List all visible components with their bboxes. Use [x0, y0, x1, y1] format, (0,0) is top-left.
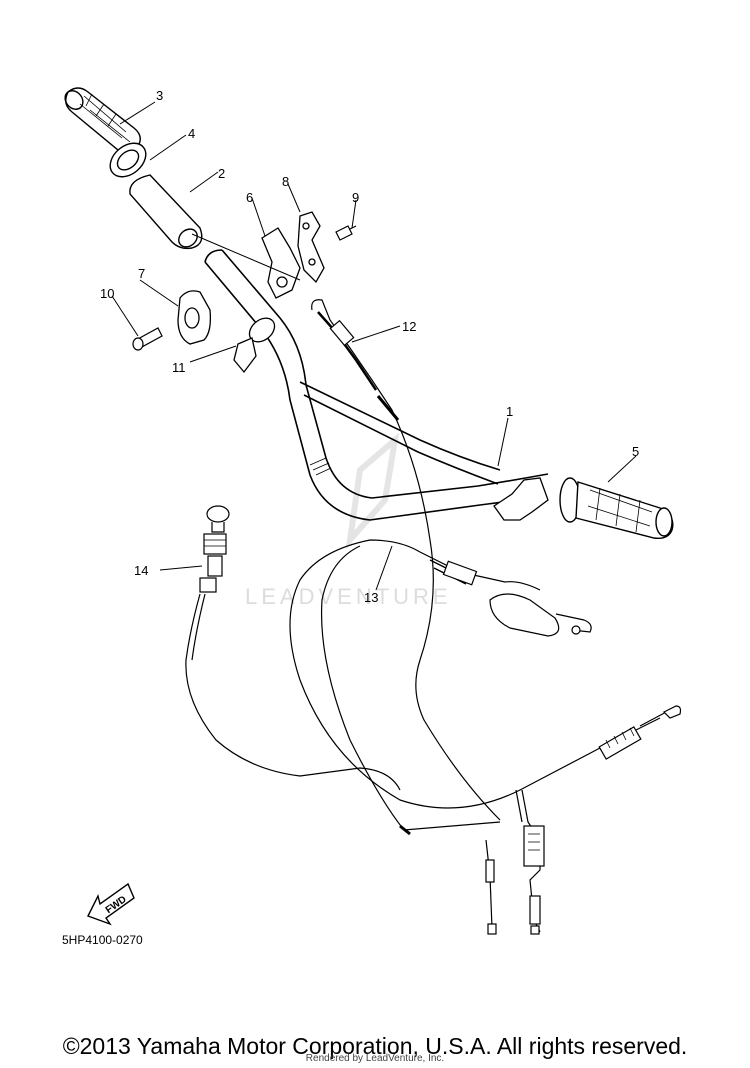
grip-collar	[109, 142, 147, 178]
clutch-lever-holder	[493, 477, 549, 521]
screw-9	[335, 225, 357, 241]
callout-8: 8	[282, 174, 289, 189]
diagram-part-code: 5HP4100-0270	[62, 933, 143, 947]
cable-guide-bracket	[297, 211, 325, 284]
svg-text:LEADVENTURE: LEADVENTURE	[245, 584, 452, 609]
right-grip	[559, 477, 674, 540]
callout-4: 4	[188, 126, 195, 141]
callout-9: 9	[352, 190, 359, 205]
throttle-housing-lower	[177, 290, 212, 345]
leadventure-watermark: LEADVENTURE	[245, 432, 452, 609]
callout-2: 2	[218, 166, 225, 181]
callout-12: 12	[402, 319, 416, 334]
callout-13: 13	[364, 590, 378, 605]
throttle-cable	[311, 299, 545, 935]
handlebar	[204, 249, 549, 521]
fwd-arrow-icon: FWD	[87, 882, 135, 926]
throttle-tube	[129, 174, 203, 250]
callout-5: 5	[632, 444, 639, 459]
rendered-by-notice: Rendered by LeadVenture, Inc.	[305, 1053, 445, 1064]
left-grip	[64, 87, 141, 153]
screw-10	[132, 327, 163, 351]
callout-6: 6	[246, 190, 253, 205]
bar-clamp	[233, 317, 276, 374]
callout-1: 1	[506, 404, 513, 419]
callout-11: 11	[172, 360, 186, 375]
callout-10: 10	[100, 286, 114, 301]
callout-numbers: 1 2 3 4 5 6 7 8 9 10 11 12 13 14	[100, 88, 639, 605]
throttle-housing-upper	[261, 227, 301, 299]
callout-14: 14	[134, 563, 148, 578]
callout-3: 3	[156, 88, 163, 103]
clutch-cable	[289, 539, 682, 935]
hot-start-cable	[185, 505, 401, 791]
copyright-notice: ©2013 Yamaha Motor Corporation, U.S.A. A…	[62, 1033, 688, 1059]
leader-lines	[111, 101, 637, 591]
callout-7: 7	[138, 266, 145, 281]
